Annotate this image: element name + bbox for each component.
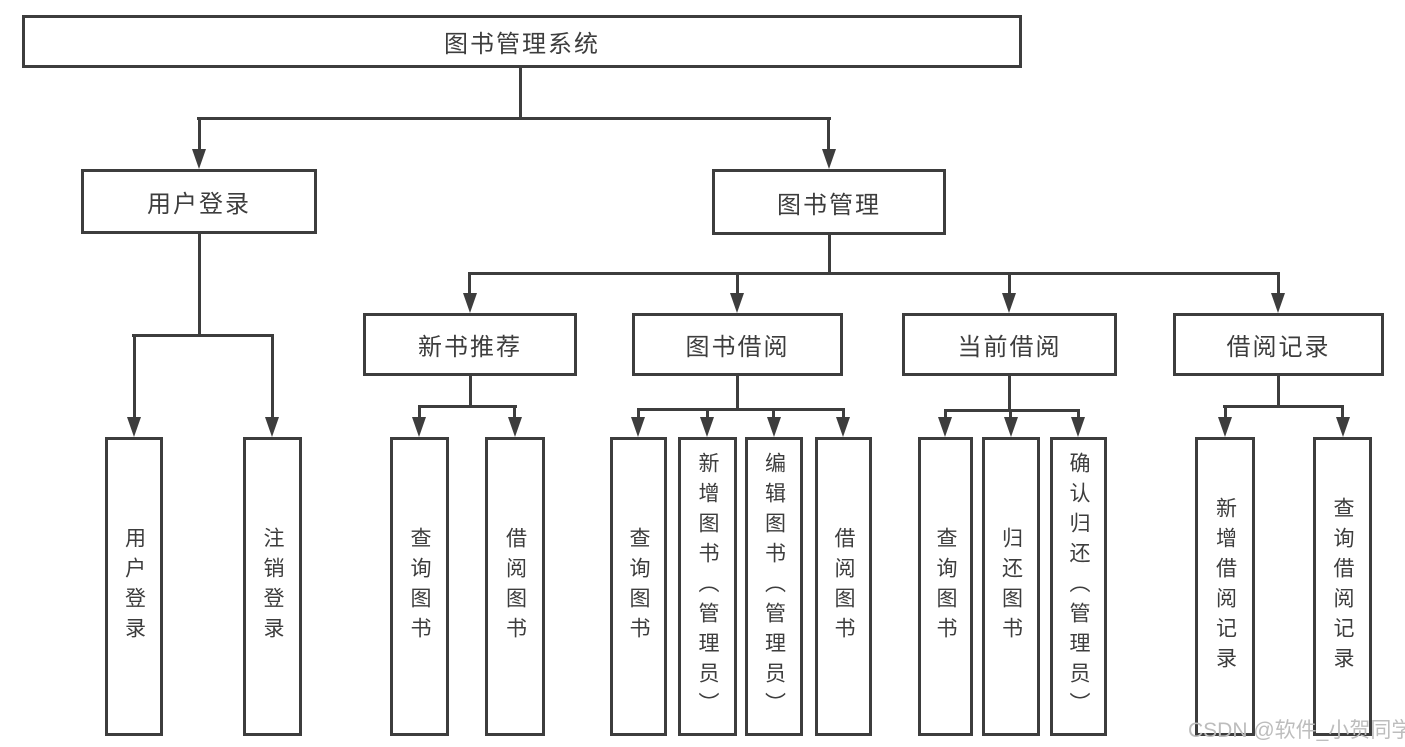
connector-line xyxy=(1224,405,1227,420)
node-label: 查询图书 xyxy=(934,526,957,647)
leaf-logout: 注销登录 xyxy=(243,437,302,736)
node-label: 图书管理 xyxy=(777,191,881,219)
connector-line xyxy=(842,408,845,420)
leaf-borrow-books-1: 借阅图书 xyxy=(485,437,545,736)
node-library-system: 图书管理系统 xyxy=(22,15,1022,68)
node-label: 借阅记录 xyxy=(1226,334,1331,361)
connector-line xyxy=(637,408,640,420)
connector-line xyxy=(197,117,831,120)
arrow-down-icon xyxy=(127,417,141,437)
arrow-down-icon xyxy=(836,417,850,437)
node-label: 借阅图书 xyxy=(832,526,855,647)
node-label: 新增图书（管理员） xyxy=(696,451,719,722)
arrow-down-icon xyxy=(730,293,744,313)
connector-line xyxy=(133,334,136,420)
node-label: 图书借阅 xyxy=(685,334,790,361)
connector-line xyxy=(944,409,1080,412)
connector-line xyxy=(1008,376,1011,412)
node-label: 用户登录 xyxy=(122,526,146,647)
node-label: 查询图书 xyxy=(627,526,650,647)
connector-line xyxy=(1277,272,1280,295)
connector-line xyxy=(468,272,471,295)
arrow-down-icon xyxy=(412,417,426,437)
connector-line xyxy=(469,376,472,408)
connector-line xyxy=(468,272,1280,275)
node-book-management: 图书管理 xyxy=(712,169,946,235)
leaf-confirm-return-admin: 确认归还（管理员） xyxy=(1050,437,1107,736)
connector-line xyxy=(1341,405,1344,420)
connector-line xyxy=(736,376,739,411)
node-label: 编辑图书（管理员） xyxy=(762,451,786,722)
leaf-query-books-1: 查询图书 xyxy=(390,437,449,736)
arrow-down-icon xyxy=(265,417,279,437)
node-current-borrowing: 当前借阅 xyxy=(902,313,1117,376)
leaf-query-books-3: 查询图书 xyxy=(918,437,973,736)
node-borrowing-records: 借阅记录 xyxy=(1173,313,1384,376)
arrow-down-icon xyxy=(463,293,477,313)
arrow-down-icon xyxy=(700,417,714,437)
node-new-book-recommend: 新书推荐 xyxy=(363,313,577,376)
node-label: 用户登录 xyxy=(147,191,251,218)
leaf-add-borrow-record: 新增借阅记录 xyxy=(1195,437,1255,736)
connector-line xyxy=(198,117,201,151)
connector-line xyxy=(1009,409,1012,420)
arrow-down-icon xyxy=(822,149,836,169)
leaf-query-books-2: 查询图书 xyxy=(610,437,667,736)
connector-line xyxy=(1077,409,1080,420)
connector-line xyxy=(706,408,709,420)
leaf-add-book-admin: 新增图书（管理员） xyxy=(678,437,737,736)
connector-line xyxy=(418,405,421,420)
connector-line xyxy=(827,117,830,151)
connector-line xyxy=(519,68,522,120)
connector-line xyxy=(736,272,739,295)
connector-line xyxy=(944,409,947,420)
node-label: 新书推荐 xyxy=(418,334,522,361)
arrow-down-icon xyxy=(767,417,781,437)
leaf-user-login: 用户登录 xyxy=(105,437,163,736)
connector-line xyxy=(132,334,274,337)
arrow-down-icon xyxy=(631,417,645,437)
arrow-down-icon xyxy=(1004,417,1018,437)
connector-line xyxy=(772,408,775,420)
arrow-down-icon xyxy=(1336,417,1350,437)
connector-line xyxy=(1223,405,1344,408)
node-label: 借阅图书 xyxy=(503,526,527,647)
node-label: 新增借阅记录 xyxy=(1213,496,1237,677)
arrow-down-icon xyxy=(1271,293,1285,313)
node-label: 归还图书 xyxy=(999,526,1023,647)
leaf-edit-book-admin: 编辑图书（管理员） xyxy=(745,437,803,736)
leaf-return-books: 归还图书 xyxy=(982,437,1040,736)
watermark-text: CSDN @软件_小贺同学 xyxy=(1188,719,1405,742)
connector-line xyxy=(828,235,831,275)
node-label: 确认归还（管理员） xyxy=(1067,451,1090,722)
node-label: 当前借阅 xyxy=(957,334,1062,361)
arrow-down-icon xyxy=(508,417,522,437)
connector-line xyxy=(271,334,274,420)
arrow-down-icon xyxy=(1218,417,1232,437)
node-label: 图书管理系统 xyxy=(444,31,600,58)
arrow-down-icon xyxy=(1002,293,1016,313)
node-user-login: 用户登录 xyxy=(81,169,317,234)
connector-line xyxy=(637,408,845,411)
node-label: 查询借阅记录 xyxy=(1331,496,1354,677)
node-label: 注销登录 xyxy=(261,526,284,647)
connector-line xyxy=(198,234,201,337)
leaf-borrow-books-2: 借阅图书 xyxy=(815,437,872,736)
node-book-borrowing: 图书借阅 xyxy=(632,313,843,376)
connector-line xyxy=(513,405,516,420)
connector-line xyxy=(1008,272,1011,295)
connector-line xyxy=(418,405,517,408)
leaf-query-borrow-record: 查询借阅记录 xyxy=(1313,437,1372,736)
arrow-down-icon xyxy=(1071,417,1085,437)
arrow-down-icon xyxy=(938,417,952,437)
node-label: 查询图书 xyxy=(408,526,431,647)
connector-line xyxy=(1277,376,1280,408)
arrow-down-icon xyxy=(192,149,206,169)
